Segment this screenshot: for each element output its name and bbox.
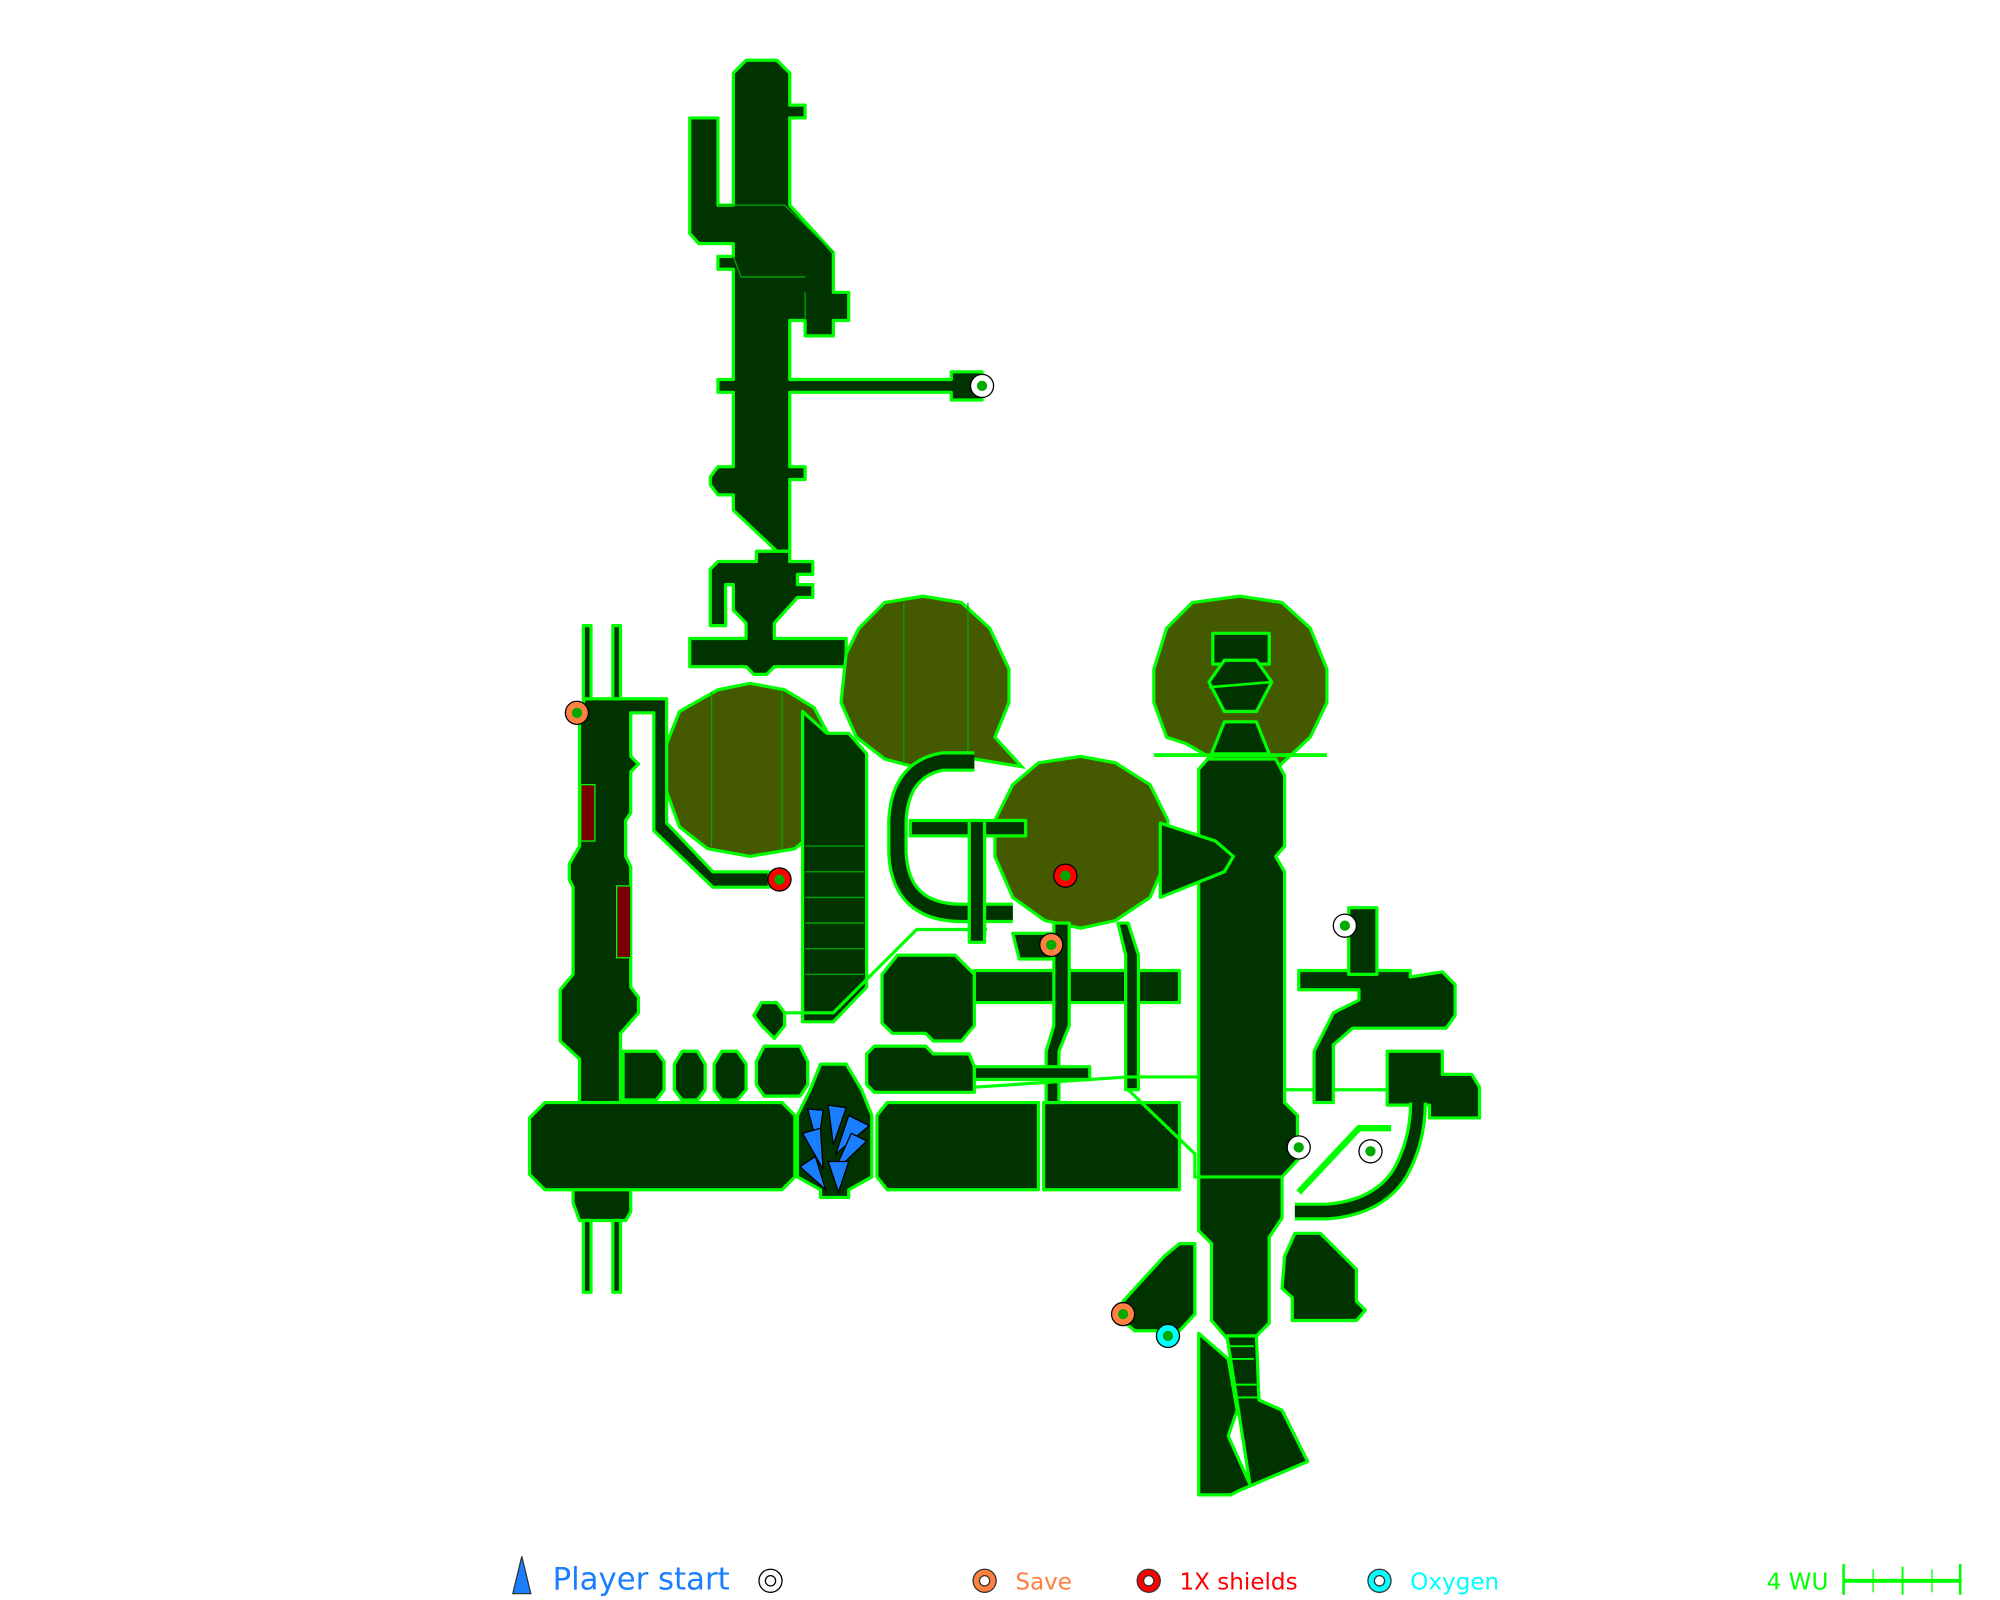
map-geometry <box>527 58 1482 1497</box>
east-annex <box>1385 1049 1482 1120</box>
oxygen-marker[interactable] <box>1155 1323 1181 1349</box>
shields-marker[interactable] <box>767 867 792 892</box>
player-start-markers[interactable] <box>798 1104 871 1195</box>
north-alcove <box>1347 906 1379 976</box>
south-tail <box>1197 1331 1310 1497</box>
scale-bar <box>1842 1564 1962 1595</box>
south-corridor-far <box>1041 1100 1182 1192</box>
east-shaft <box>1197 757 1300 1341</box>
central-hub <box>880 953 976 1043</box>
vertical-link <box>1044 921 1071 1105</box>
chamber <box>672 1049 707 1102</box>
chamber <box>712 1049 748 1102</box>
legend-shields: 1X shields <box>1179 1570 1297 1596</box>
chamber <box>865 1044 976 1094</box>
map-markers <box>564 373 1383 1349</box>
save-icon <box>972 1568 997 1593</box>
item-marker-unlabeled[interactable] <box>969 373 995 399</box>
legend-player-start: Player start <box>553 1562 730 1598</box>
item-marker-unlabeled[interactable] <box>1332 913 1358 938</box>
south-corridor-east <box>875 1100 1041 1192</box>
unlabeled-item-icon <box>758 1568 783 1593</box>
save-marker[interactable] <box>1110 1301 1136 1327</box>
legend-save: Save <box>1015 1570 1072 1596</box>
shields-marker[interactable] <box>1053 863 1078 888</box>
west-column <box>558 697 771 1223</box>
liquid-room-center <box>993 754 1170 930</box>
ladder-shaft <box>800 709 869 1024</box>
grated-bridge <box>972 1065 1092 1082</box>
save-marker[interactable] <box>1039 932 1064 958</box>
loop-shaft <box>967 818 987 944</box>
legend: Player start Save 1X shields Oxygen 4 WU <box>512 1556 1962 1598</box>
east-west-corridor <box>972 968 1182 1005</box>
north-corridor <box>688 58 984 553</box>
east-dome-channel <box>1158 821 1235 900</box>
liquid-room-north <box>839 594 1027 771</box>
south-east-room <box>1280 1231 1367 1323</box>
shields-icon <box>1136 1568 1161 1593</box>
chamber <box>754 1044 810 1098</box>
connector-chambers <box>621 1049 666 1102</box>
save-marker[interactable] <box>564 700 590 726</box>
item-marker-unlabeled[interactable] <box>1358 1139 1383 1164</box>
small-room <box>752 1000 787 1041</box>
player-start-icon <box>512 1556 532 1595</box>
oxygen-icon <box>1367 1568 1392 1593</box>
vertical-link <box>1116 921 1141 1092</box>
south-main-corridor <box>527 1100 797 1192</box>
junction-room <box>688 549 848 676</box>
legend-oxygen: Oxygen <box>1410 1570 1499 1596</box>
east-branch <box>1297 968 1457 1105</box>
scale-label: 4 WU <box>1767 1570 1829 1596</box>
item-marker-unlabeled[interactable] <box>1286 1135 1311 1160</box>
